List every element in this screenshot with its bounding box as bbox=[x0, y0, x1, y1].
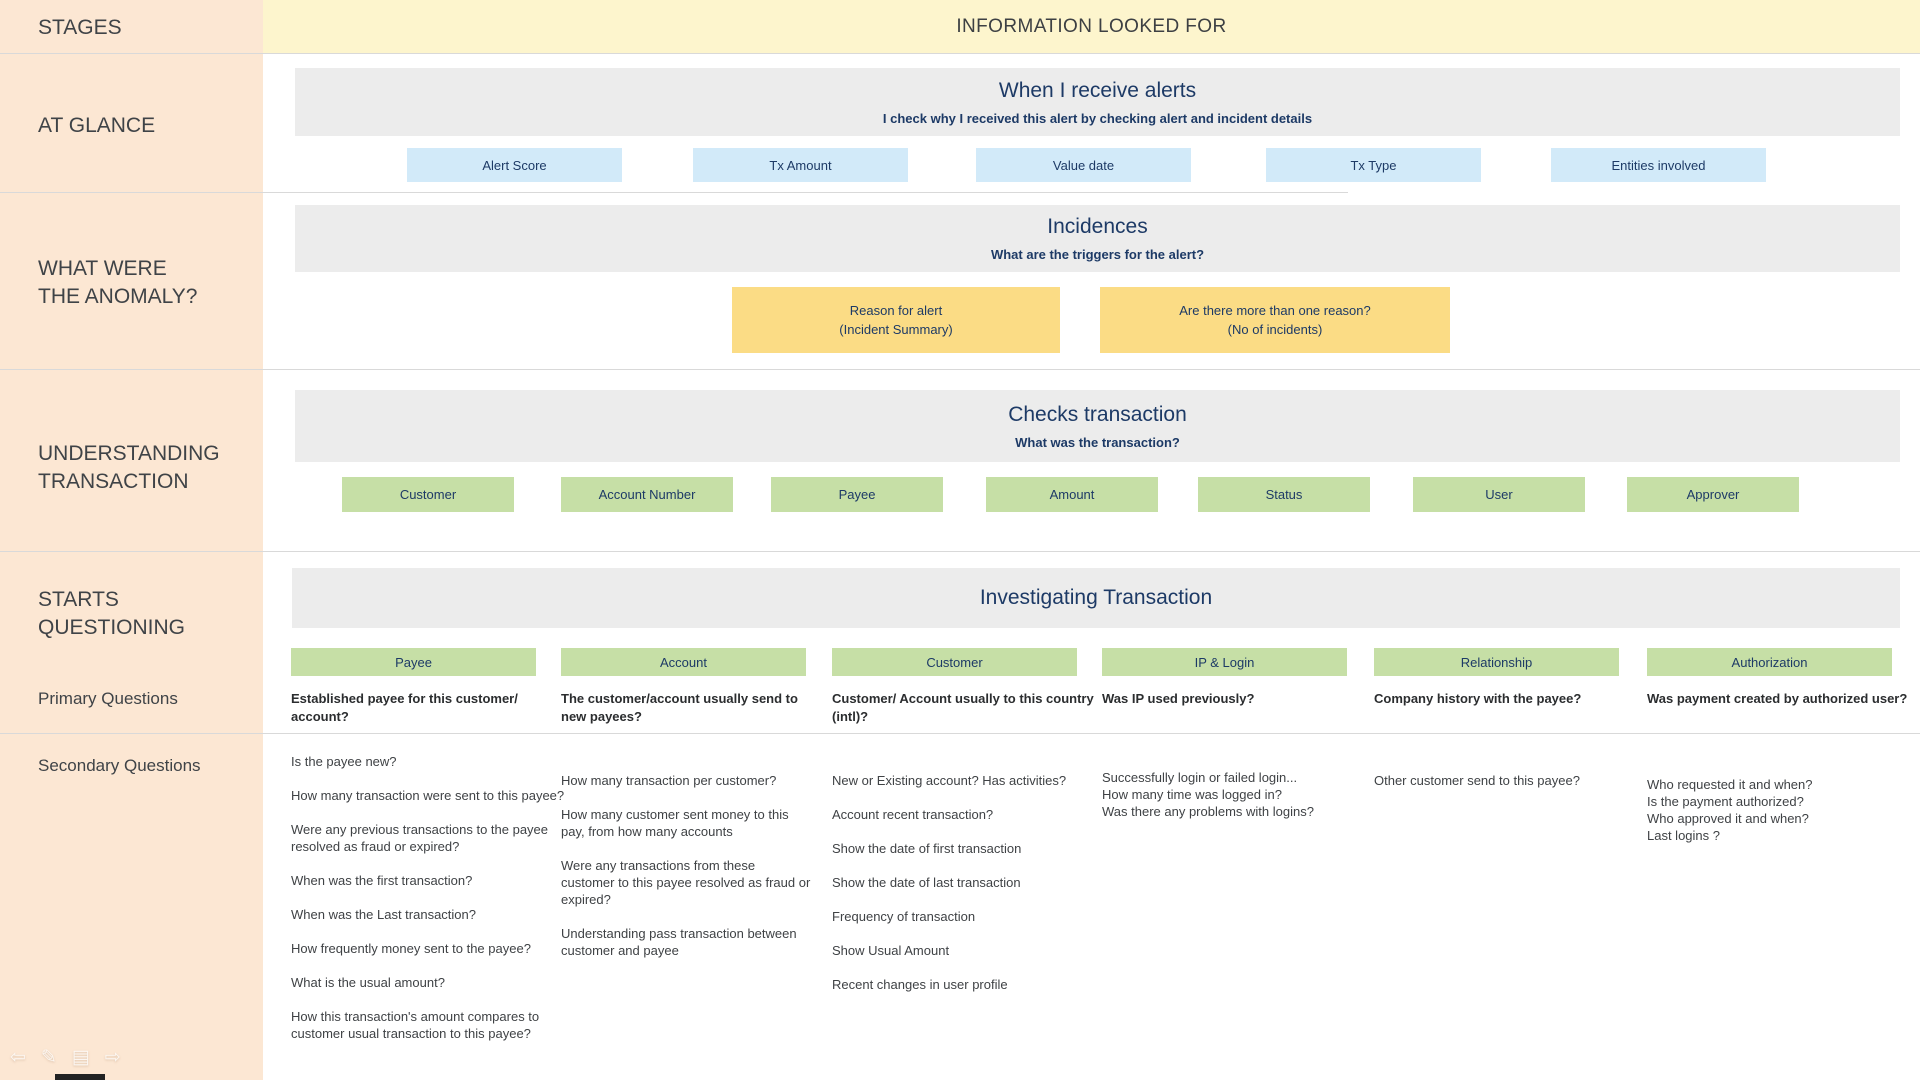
chip-entities-involved: Entities involved bbox=[1551, 148, 1766, 182]
stage-at-glance: AT GLANCE bbox=[38, 114, 156, 137]
primary-questions-label: Primary Questions bbox=[38, 689, 178, 708]
secondary-questions-customer: New or Existing account? Has activities?… bbox=[832, 772, 1104, 1010]
info-header-title: INFORMATION LOOKED FOR bbox=[956, 15, 1227, 37]
primary-question-customer: Customer/ Account usually to this countr… bbox=[832, 691, 1094, 724]
chip-customer: Customer bbox=[342, 477, 514, 512]
stage-understanding: UNDERSTANDING TRANSACTION bbox=[38, 442, 220, 493]
primary-question-authorization: Was payment created by authorized user? bbox=[1647, 691, 1908, 706]
secondary-question: How frequently money sent to the payee? bbox=[291, 941, 531, 956]
secondary-question: Recent changes in user profile bbox=[832, 977, 1008, 992]
secondary-questions-relationship: Other customer send to this payee? bbox=[1374, 772, 1634, 806]
secondary-question: What is the usual amount? bbox=[291, 975, 445, 990]
secondary-question: Understanding pass transaction between c… bbox=[561, 926, 797, 958]
column-header-payee: Payee bbox=[291, 648, 536, 676]
secondary-question: Who requested it and when? Is the paymen… bbox=[1647, 777, 1813, 843]
checks-subtitle: What was the transaction? bbox=[1015, 434, 1180, 450]
column-header-relationship: Relationship bbox=[1374, 648, 1619, 676]
secondary-question: Were any previous transactions to the pa… bbox=[291, 822, 549, 854]
chip-payee: Payee bbox=[771, 477, 943, 512]
divider bbox=[0, 551, 1920, 552]
chip-status: Status bbox=[1198, 477, 1370, 512]
alerts-section-band: When I receive alerts I check why I rece… bbox=[295, 68, 1900, 136]
secondary-question: Other customer send to this payee? bbox=[1374, 773, 1580, 788]
secondary-question: New or Existing account? Has activities? bbox=[832, 773, 1067, 788]
stage-anomaly: WHAT WERE THE ANOMALY? bbox=[38, 257, 198, 308]
primary-question-payee: Established payee for this customer/ acc… bbox=[291, 691, 518, 724]
secondary-questions-label: Secondary Questions bbox=[38, 756, 201, 775]
stages-header: STAGES bbox=[38, 16, 122, 39]
info-header-band: INFORMATION LOOKED FOR bbox=[263, 0, 1920, 53]
column-header-customer: Customer bbox=[832, 648, 1077, 676]
alerts-title: When I receive alerts bbox=[998, 78, 1197, 102]
chip-reason-for-alert: Reason for alert (Incident Summary) bbox=[732, 287, 1060, 353]
secondary-question: Frequency of transaction bbox=[832, 909, 976, 924]
secondary-question: Account recent transaction? bbox=[832, 807, 994, 822]
stages-sidebar bbox=[0, 0, 263, 1080]
secondary-question: Show the date of last transaction bbox=[832, 875, 1021, 890]
chip-amount: Amount bbox=[986, 477, 1158, 512]
secondary-question: How many transaction were sent to this p… bbox=[291, 788, 565, 803]
secondary-question: How many customer sent money to this pay… bbox=[561, 807, 789, 839]
secondary-questions-payee: Is the payee new? How many transaction w… bbox=[291, 753, 571, 1059]
secondary-questions-authorization: Who requested it and when? Is the paymen… bbox=[1647, 776, 1907, 861]
incidences-title: Incidences bbox=[1047, 215, 1148, 238]
divider bbox=[0, 53, 1920, 54]
secondary-question: Were any transactions from these custome… bbox=[561, 858, 811, 907]
taskbar-peek bbox=[55, 1074, 105, 1080]
incidences-subtitle: What are the triggers for the alert? bbox=[990, 247, 1205, 262]
column-header-authorization: Authorization bbox=[1647, 648, 1892, 676]
chip-approver: Approver bbox=[1627, 477, 1799, 512]
primary-question-account: The customer/account usually send to new… bbox=[561, 691, 798, 724]
incidences-section-band: Incidences What are the triggers for the… bbox=[295, 205, 1900, 272]
investigating-section-band: Investigating Transaction bbox=[292, 568, 1900, 628]
secondary-question: Is the payee new? bbox=[291, 754, 397, 769]
notes-icon[interactable]: ▤ bbox=[71, 1047, 90, 1068]
column-header-account: Account bbox=[561, 648, 806, 676]
divider bbox=[0, 733, 1920, 734]
secondary-question: How this transaction's amount compares t… bbox=[291, 1009, 540, 1041]
divider bbox=[0, 369, 1920, 370]
chip-value-date: Value date bbox=[976, 148, 1191, 182]
chip-more-than-one-reason: Are there more than one reason? (No of i… bbox=[1100, 287, 1450, 353]
secondary-questions-account: How many transaction per customer? How m… bbox=[561, 772, 811, 976]
primary-question-ip-login: Was IP used previously? bbox=[1102, 691, 1255, 706]
secondary-question: Successfully login or failed login... Ho… bbox=[1102, 770, 1314, 819]
divider bbox=[0, 192, 1348, 193]
pencil-icon[interactable]: ✎ bbox=[40, 1047, 57, 1068]
secondary-question: Show Usual Amount bbox=[832, 943, 950, 958]
alerts-subtitle: I check why I received this alert by che… bbox=[882, 110, 1313, 126]
presenter-toolbar: ⇦ ✎ ▤ ⇨ bbox=[10, 1046, 121, 1069]
checks-section-band: Checks transaction What was the transact… bbox=[295, 390, 1900, 462]
primary-question-relationship: Company history with the payee? bbox=[1374, 691, 1582, 706]
next-slide-icon[interactable]: ⇨ bbox=[104, 1047, 121, 1068]
secondary-question: Show the date of first transaction bbox=[832, 841, 1022, 856]
stage-questioning: STARTS QUESTIONING bbox=[38, 588, 186, 639]
previous-slide-icon[interactable]: ⇦ bbox=[10, 1047, 26, 1068]
chip-tx-amount: Tx Amount bbox=[693, 148, 908, 182]
secondary-question: When was the Last transaction? bbox=[291, 907, 476, 922]
chip-account-number: Account Number bbox=[561, 477, 733, 512]
checks-title: Checks transaction bbox=[1008, 402, 1187, 426]
secondary-question: When was the first transaction? bbox=[291, 873, 473, 888]
column-header-ip-login: IP & Login bbox=[1102, 648, 1347, 676]
chip-tx-type: Tx Type bbox=[1266, 148, 1481, 182]
chip-user: User bbox=[1413, 477, 1585, 512]
secondary-question: How many transaction per customer? bbox=[561, 773, 777, 788]
chip-alert-score: Alert Score bbox=[407, 148, 622, 182]
investigating-title: Investigating Transaction bbox=[979, 586, 1213, 609]
secondary-questions-ip-login: Successfully login or failed login... Ho… bbox=[1102, 769, 1392, 837]
